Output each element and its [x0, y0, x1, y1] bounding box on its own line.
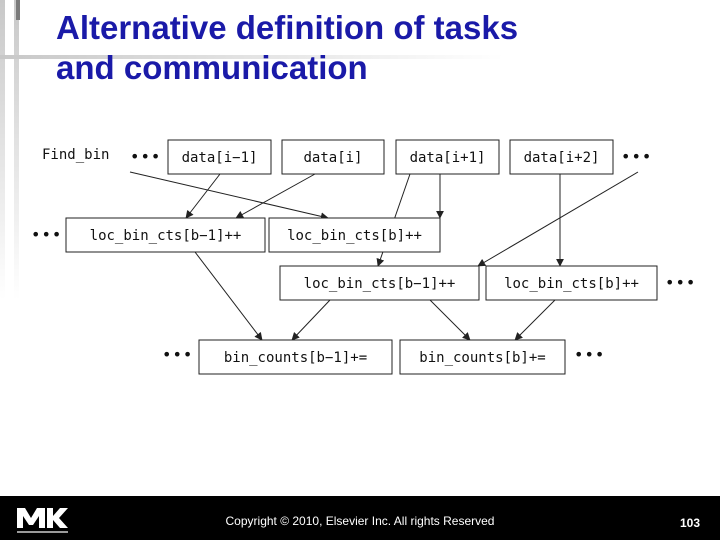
edge-data-i-to-loc-b-top: [235, 173, 316, 219]
page-number: 103: [679, 516, 700, 530]
slide-rule-horizontal: [0, 55, 720, 59]
ellipsis-row3-right: •••: [665, 273, 696, 292]
edge-loc-b-minus-1-top-to-bin-counts-b-minus-1: [194, 251, 263, 341]
node-data-i-plus-1: data[i+1]: [395, 139, 500, 175]
node-data-i-plus-2-label: data[i+2]: [524, 150, 600, 166]
ellipsis-row2-left: •••: [31, 225, 62, 244]
edge-loc-b-mid-to-bin-counts-b: [514, 299, 556, 341]
ellipsis-row1-right: •••: [621, 147, 652, 166]
node-loc-bin-cts-b-top: loc_bin_cts[b]++: [268, 217, 441, 253]
edge-data-i-plus-2-to-loc-b-minus-1-mid: [477, 171, 639, 267]
edge-loc-b-minus-1-mid-to-bin-counts-b: [429, 299, 471, 341]
slide-title: Alternative definition of tasks and comm…: [56, 8, 518, 88]
diagram-edges: [129, 171, 639, 341]
edge-data-i-minus-1-to-loc-b-minus-1-top: [185, 173, 221, 219]
node-loc-bin-cts-b-minus-1-top: loc_bin_cts[b−1]++: [65, 217, 266, 253]
node-loc-bin-cts-b-mid-label: loc_bin_cts[b]++: [504, 276, 639, 292]
node-data-i: data[i]: [281, 139, 385, 175]
ellipsis-row4-left: •••: [162, 345, 193, 364]
find-bin-label: Find_bin: [42, 147, 109, 163]
mk-logo-icon: [17, 508, 68, 533]
node-bin-counts-b-label: bin_counts[b]+=: [419, 350, 545, 366]
slide-footer: Copyright © 2010, Elsevier Inc. All righ…: [0, 496, 720, 540]
node-loc-bin-cts-b-minus-1-mid: loc_bin_cts[b−1]++: [279, 265, 480, 301]
node-data-i-label: data[i]: [303, 150, 362, 166]
copyright-notice: Copyright © 2010, Elsevier Inc. All righ…: [225, 514, 495, 528]
node-data-i-minus-1-label: data[i−1]: [182, 150, 258, 166]
slide-rule-vertical-left: [0, 0, 5, 300]
node-loc-bin-cts-b-top-label: loc_bin_cts[b]++: [287, 228, 422, 244]
node-bin-counts-b-minus-1: bin_counts[b−1]+=: [198, 339, 393, 375]
node-loc-bin-cts-b-minus-1-top-label: loc_bin_cts[b−1]++: [90, 228, 242, 244]
task-graph-diagram: Find_bin ••• ••• ••• ••• ••• ••• data[i−…: [31, 139, 696, 375]
node-bin-counts-b: bin_counts[b]+=: [399, 339, 566, 375]
node-data-i-minus-1: data[i−1]: [167, 139, 272, 175]
node-loc-bin-cts-b-mid: loc_bin_cts[b]++: [485, 265, 658, 301]
node-data-i-plus-1-label: data[i+1]: [410, 150, 486, 166]
ellipsis-row1-middle: •••: [130, 147, 161, 166]
edge-loc-b-minus-1-mid-to-bin-counts-b-minus-1: [291, 299, 331, 341]
slide-title-line-2: and communication: [56, 49, 368, 86]
slide-title-line-1: Alternative definition of tasks: [56, 9, 519, 46]
ellipsis-row4-right: •••: [574, 345, 605, 364]
edge-find-bin-to-loc-b-minus-1-top: [129, 171, 329, 221]
slide-rule-vertical-right: [14, 0, 19, 300]
node-data-i-plus-2: data[i+2]: [509, 139, 614, 175]
node-bin-counts-b-minus-1-label: bin_counts[b−1]+=: [224, 350, 367, 366]
node-loc-bin-cts-b-minus-1-mid-label: loc_bin_cts[b−1]++: [304, 276, 456, 292]
slide-rule-tick: [16, 0, 20, 20]
